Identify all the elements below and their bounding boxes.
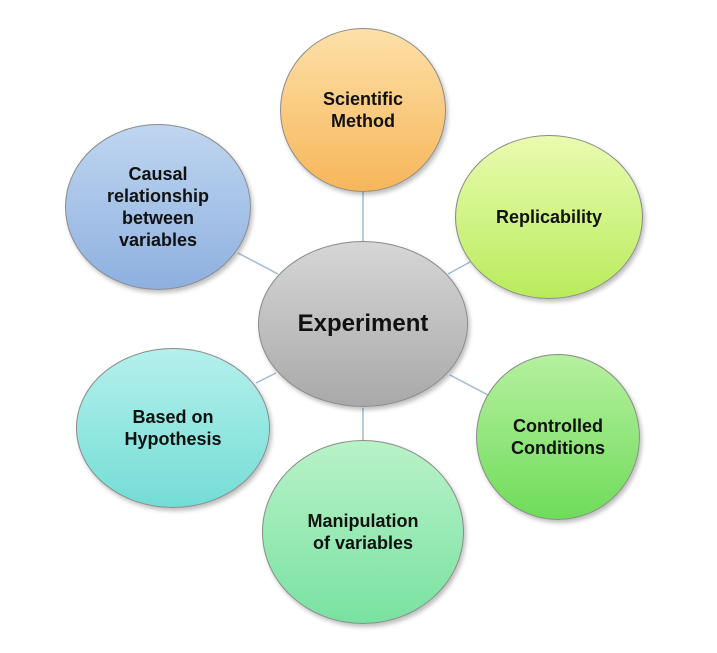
connector-based-on-hypothesis bbox=[255, 372, 277, 384]
connector-replicability bbox=[447, 261, 471, 275]
node-causal-relationship: Causal relationship between variables bbox=[65, 124, 251, 290]
connector-controlled-conditions bbox=[449, 374, 489, 396]
node-based-on-hypothesis-label: Based on Hypothesis bbox=[124, 407, 222, 449]
node-based-on-hypothesis: Based on Hypothesis bbox=[76, 348, 270, 508]
node-manipulation-of-variables-label: Manipulation of variables bbox=[307, 511, 419, 553]
node-scientific-method-label: Scientific Method bbox=[322, 89, 404, 131]
center-node-label: Experiment bbox=[297, 310, 429, 337]
center-node-experiment: Experiment bbox=[258, 241, 468, 407]
node-manipulation-of-variables: Manipulation of variables bbox=[262, 440, 464, 624]
node-controlled-conditions: Controlled Conditions bbox=[476, 354, 640, 520]
node-causal-relationship-label: Causal relationship between variables bbox=[106, 164, 209, 250]
node-controlled-conditions-label: Controlled Conditions bbox=[511, 416, 605, 458]
connector-causal-relationship bbox=[237, 252, 279, 275]
node-replicability: Replicability bbox=[455, 135, 643, 299]
node-replicability-label: Replicability bbox=[495, 207, 603, 227]
node-scientific-method: Scientific Method bbox=[280, 28, 446, 192]
